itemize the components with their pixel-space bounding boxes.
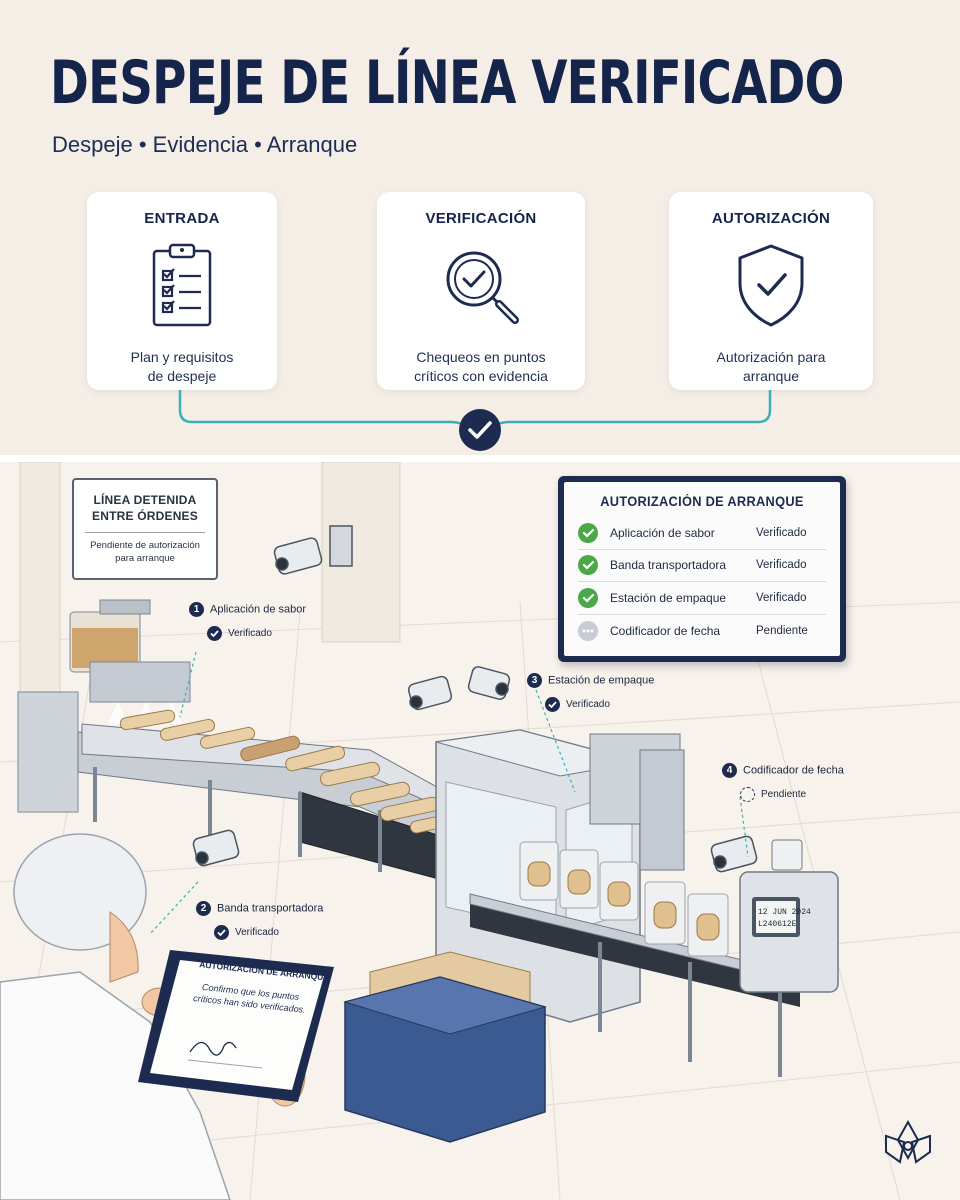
brand-logo xyxy=(885,1119,931,1164)
card-text-line: Plan y requisitos xyxy=(130,349,234,365)
board-item-label: Estación de empaque xyxy=(610,590,727,605)
board-title: AUTORIZACIÓN DE ARRANQUE xyxy=(600,494,804,509)
board-rows: Aplicación de sabor Verificado Banda tra… xyxy=(578,517,826,647)
card-text-line: Chequeos en puntos xyxy=(416,349,546,365)
board-row: Banda transportadora Verificado xyxy=(578,550,826,582)
clipboard-checklist-icon xyxy=(152,243,212,327)
sign-sub-line: para arranque xyxy=(115,553,175,564)
callout-label: Estación de empaque xyxy=(548,674,655,687)
callout-status: Verificado xyxy=(235,927,279,939)
board-item-status: Verificado xyxy=(756,591,807,604)
sign-title-line: ENTRE ÓRDENES xyxy=(92,509,198,523)
magnifier-check-icon xyxy=(446,251,519,324)
card-text-line: de despeje xyxy=(147,368,217,384)
pending-dashed-icon xyxy=(740,787,755,802)
card-text-line: arranque xyxy=(742,368,800,384)
flavor-applicator xyxy=(17,599,191,813)
check-badge-icon xyxy=(459,409,501,451)
callout-aplicacion-sabor: 1 Aplicación de sabor Verificado xyxy=(189,602,306,641)
board-row: Aplicación de sabor Verificado xyxy=(578,517,826,550)
tablet xyxy=(138,950,334,1102)
verified-check-icon xyxy=(578,587,598,608)
callout-number: 3 xyxy=(527,673,542,688)
card-verificacion: VERIFICACIÓN Chequeos en puntos críticos… xyxy=(377,192,585,390)
shield-check-icon xyxy=(738,244,804,327)
callout-status: Verificado xyxy=(228,628,272,640)
callout-label: Aplicación de sabor xyxy=(210,603,307,616)
card-autorizacion: AUTORIZACIÓN Autorización para arranque xyxy=(669,192,873,390)
card-text-line: críticos con evidencia xyxy=(414,368,548,384)
callout-number: 4 xyxy=(722,763,737,778)
product-pouches xyxy=(519,841,729,957)
startup-authorization-board: AUTORIZACIÓN DE ARRANQUE Aplicación de s… xyxy=(558,476,846,662)
card-text-line: Autorización para xyxy=(716,349,826,365)
callout-status: Pendiente xyxy=(761,789,807,801)
board-item-label: Banda transportadora xyxy=(610,558,727,573)
verified-check-icon xyxy=(578,522,598,543)
page-subtitle: Despeje • Evidencia • Arranque xyxy=(52,132,358,157)
callout-estacion-empaque: 3 Estación de empaque Verificado xyxy=(527,673,654,712)
board-item-status: Pendiente xyxy=(756,624,808,637)
inspection-cameras xyxy=(192,525,758,873)
date-coder-machine xyxy=(739,839,839,993)
verified-check-icon xyxy=(545,697,560,712)
page-title: DESPEJE DE LÍNEA VERIFICADO xyxy=(50,48,844,118)
sign-divider xyxy=(85,532,205,533)
board-item-status: Verificado xyxy=(756,526,807,539)
card-title: AUTORIZACIÓN xyxy=(711,210,831,227)
verified-check-icon xyxy=(578,555,598,576)
callout-number: 1 xyxy=(189,602,204,617)
callout-label: Codificador de fecha xyxy=(743,764,844,777)
production-line-illustration: 12 JUN 2024 L240612E xyxy=(0,462,960,1200)
callout-status: Verificado xyxy=(566,699,610,711)
section-divider xyxy=(0,455,960,462)
line-stopped-sign: LÍNEA DETENIDA ENTRE ÓRDENES Pendiente d… xyxy=(72,478,218,580)
conveyor-belt xyxy=(77,723,461,883)
flow-connector xyxy=(178,390,772,451)
verified-check-icon xyxy=(207,626,222,641)
card-entrada: ENTRADA Plan y requisitos de despeje xyxy=(87,192,277,390)
callout-banda-transportadora: 2 Banda transportadora Verificado xyxy=(196,901,323,940)
coder-display-line: L240612E xyxy=(758,920,797,929)
production-line-scene: 12 JUN 2024 L240612E xyxy=(0,462,960,1200)
card-title: ENTRADA xyxy=(144,210,220,227)
board-item-label: Codificador de fecha xyxy=(610,623,721,638)
verified-check-icon xyxy=(214,925,229,940)
callout-codificador-fecha: 4 Codificador de fecha Pendiente xyxy=(722,763,844,802)
sign-sub-line: Pendiente de autorización xyxy=(90,540,200,551)
coder-display-line: 12 JUN 2024 xyxy=(758,908,811,917)
pending-dots-icon xyxy=(578,620,598,641)
shipping-bin xyxy=(343,951,547,1143)
board-row: Codificador de fecha Pendiente xyxy=(578,615,826,648)
board-item-status: Verificado xyxy=(756,559,807,572)
card-title: VERIFICACIÓN xyxy=(425,210,537,227)
sign-title-line: LÍNEA DETENIDA xyxy=(93,493,197,507)
callout-number: 2 xyxy=(196,901,211,916)
board-row: Estación de empaque Verificado xyxy=(578,582,826,615)
callout-label: Banda transportadora xyxy=(217,902,324,915)
board-item-label: Aplicación de sabor xyxy=(610,525,715,540)
